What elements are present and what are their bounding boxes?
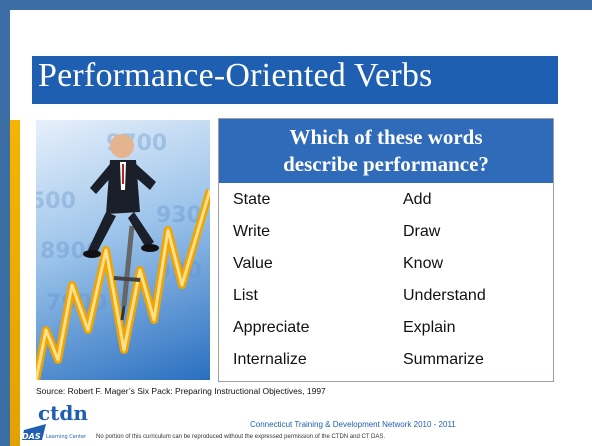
verb-right: Summarize <box>403 351 484 368</box>
footer-network: Connecticut Training & Development Netwo… <box>250 420 456 429</box>
slide-border-left <box>0 0 10 446</box>
source-citation: Source: Robert F. Mager’s Six Pack: Prep… <box>36 386 326 396</box>
stock-chart-illustration: 9700 500 930 8900 990 7900 <box>36 131 210 380</box>
svg-text:930: 930 <box>156 203 202 228</box>
table-row: State Add <box>219 189 553 220</box>
verb-left: Write <box>233 223 271 240</box>
das-text: DAS <box>22 432 41 440</box>
ctdn-logo-icon: ctdn DAS Learning Center <box>22 401 88 441</box>
table-row: Value Know <box>219 253 553 284</box>
learning-center-text: Learning Center <box>46 434 87 440</box>
verb-left: Internalize <box>233 351 307 368</box>
table-row: Appreciate Explain <box>219 317 553 348</box>
pogo-stick-businessman-image: 9700 500 930 8900 990 7900 <box>36 120 210 380</box>
table-header: Which of these words describe performanc… <box>219 119 553 183</box>
slide-title: Performance-Oriented Verbs <box>38 57 433 94</box>
verb-right: Draw <box>403 223 441 240</box>
verb-right: Understand <box>403 287 486 304</box>
table-row: Internalize Summarize <box>219 349 553 380</box>
svg-text:500: 500 <box>36 189 76 214</box>
slide-border-top <box>0 0 592 10</box>
verb-right: Know <box>403 255 444 272</box>
verb-right: Add <box>403 191 432 208</box>
question-line-1: Which of these words <box>289 125 483 149</box>
verb-left: State <box>233 191 271 208</box>
slide-border-accent <box>10 120 20 446</box>
verb-left: List <box>233 287 258 304</box>
verb-right: Explain <box>403 319 456 336</box>
table-row: List Understand <box>219 285 553 316</box>
verbs-table: Which of these words describe performanc… <box>218 118 554 382</box>
footer-notice: No portion of this curriculum can be rep… <box>96 434 386 440</box>
table-row: Write Draw <box>219 221 553 252</box>
question-line-2: describe performance? <box>283 152 489 176</box>
title-bar <box>32 56 558 104</box>
logo-text: ctdn <box>38 401 88 425</box>
ctdn-das-logo: ctdn DAS Learning Center <box>22 400 162 441</box>
verb-left: Appreciate <box>233 319 310 336</box>
verb-left: Value <box>233 255 273 272</box>
